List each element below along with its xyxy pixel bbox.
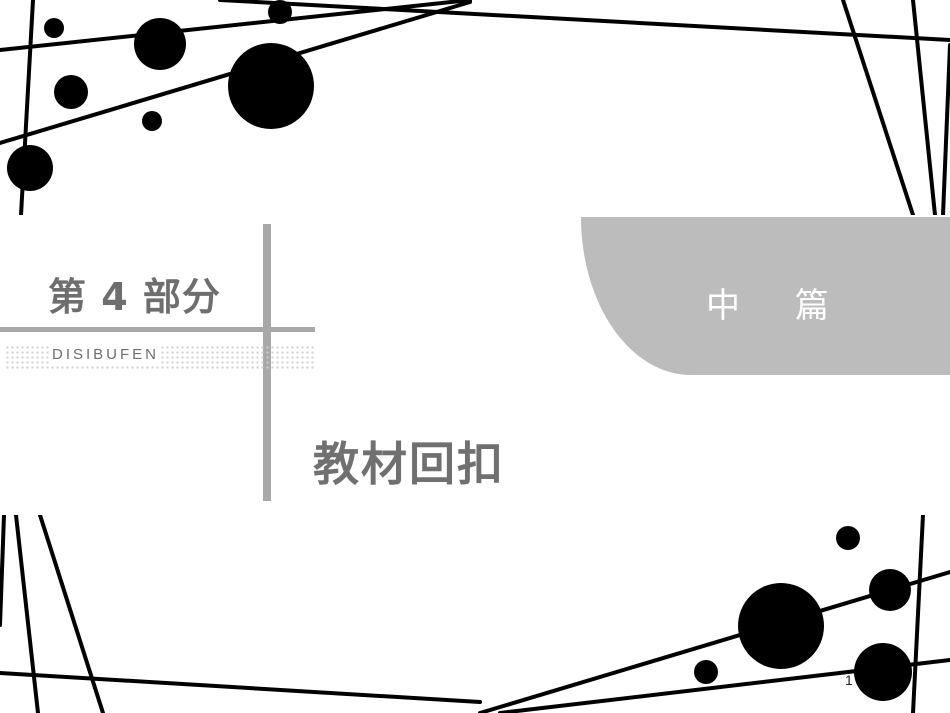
part-subtitle: DISIBUFEN xyxy=(50,344,162,366)
page-number: 1 xyxy=(845,672,853,688)
section-banner xyxy=(581,217,950,375)
horizontal-divider xyxy=(0,327,315,332)
banner-label: 中 篇 xyxy=(706,286,851,326)
bottom-decoration xyxy=(0,515,950,713)
top-decoration xyxy=(0,0,950,215)
main-title: 教材回扣 xyxy=(313,437,505,491)
part-title: 第 4 部分 xyxy=(48,275,221,319)
